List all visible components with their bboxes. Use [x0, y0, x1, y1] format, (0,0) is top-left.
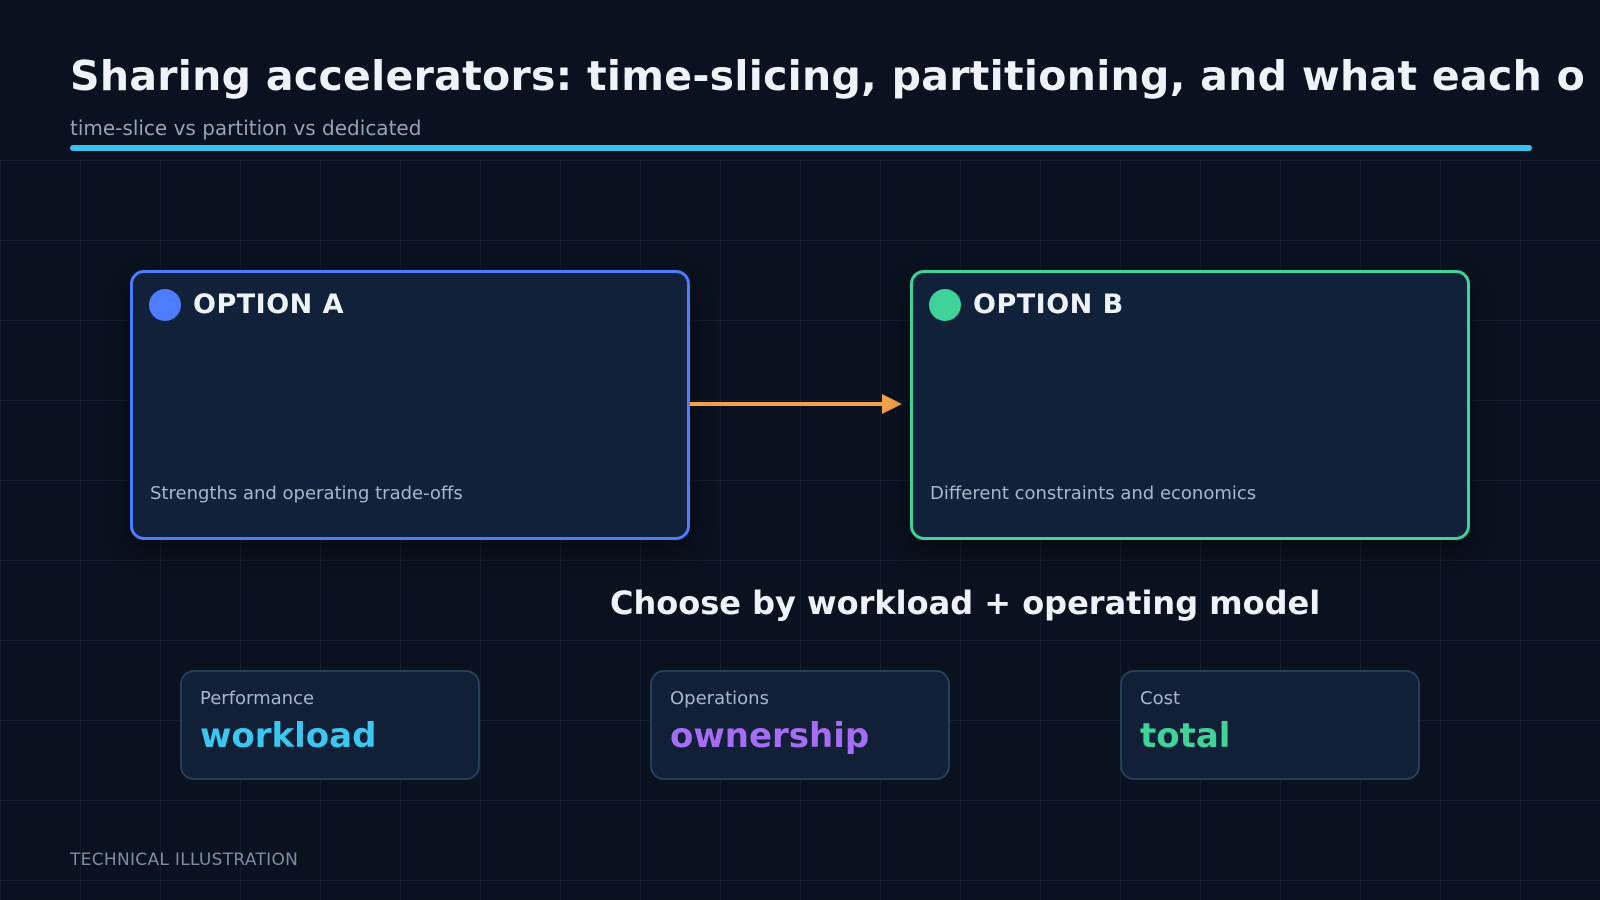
page-subtitle: time-slice vs partition vs dedicated	[70, 116, 422, 140]
option-b-card: OPTION B Different constraints and econo…	[910, 270, 1470, 540]
option-a-title: OPTION A	[193, 289, 345, 320]
decision-heading: Choose by workload + operating model	[610, 584, 1321, 622]
option-a-dot-icon	[149, 289, 181, 321]
metric-card-operations: Operations ownership	[650, 670, 950, 780]
metric-value: ownership	[670, 716, 870, 756]
metric-card-performance: Performance workload	[180, 670, 480, 780]
option-b-dot-icon	[929, 289, 961, 321]
option-a-description: Strengths and operating trade-offs	[150, 483, 463, 504]
option-b-title: OPTION B	[973, 289, 1124, 320]
metric-value: total	[1140, 716, 1231, 756]
metric-label: Cost	[1140, 688, 1181, 709]
metric-label: Operations	[670, 688, 769, 709]
metric-value: workload	[200, 716, 377, 756]
metric-label: Performance	[200, 688, 315, 709]
arrow-head-icon	[882, 394, 902, 414]
metric-card-cost: Cost total	[1120, 670, 1420, 780]
footer-caption: TECHNICAL ILLUSTRATION	[70, 850, 299, 870]
page-title: Sharing accelerators: time-slicing, part…	[70, 52, 1586, 100]
option-a-card: OPTION A Strengths and operating trade-o…	[130, 270, 690, 540]
connector-arrow	[690, 394, 902, 414]
option-b-description: Different constraints and economics	[930, 483, 1257, 504]
title-underline	[70, 145, 1532, 151]
